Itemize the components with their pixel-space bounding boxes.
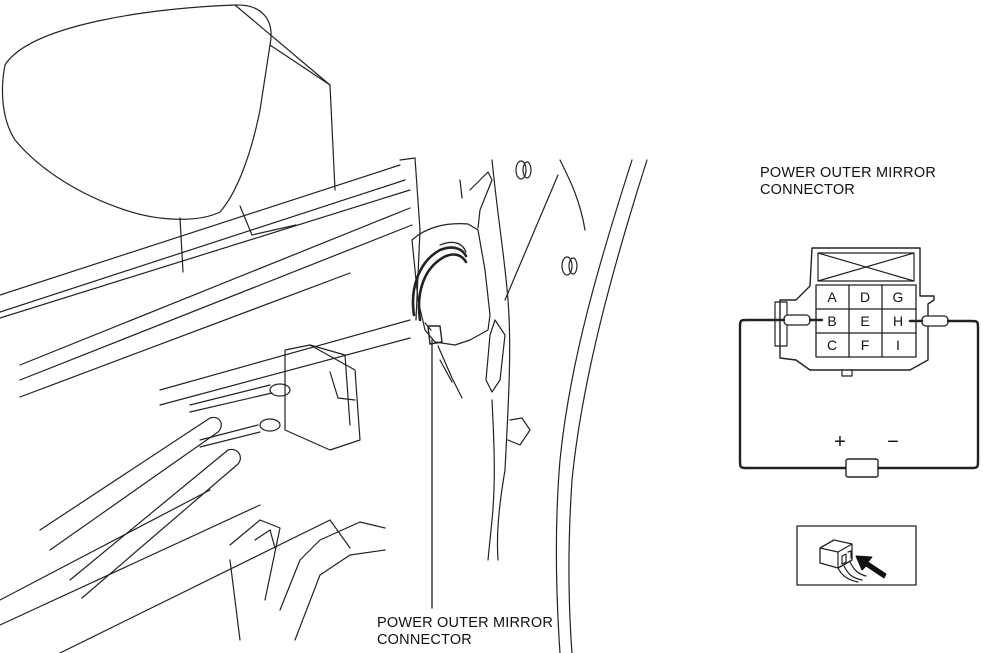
right-label-line1: POWER OUTER MIRROR: [760, 165, 936, 181]
pin-label-f: F: [861, 337, 870, 353]
bottom-connector-label: POWER OUTER MIRROR CONNECTOR: [377, 615, 553, 649]
window-regulator: [39, 344, 361, 599]
pin-label-e: E: [860, 313, 869, 329]
pin-label-g: G: [893, 289, 904, 305]
harness-side-connector-view-icon: [796, 525, 917, 586]
pin-label-i: I: [896, 337, 900, 353]
pin-label-d: D: [860, 289, 870, 305]
connector-housing: [779, 247, 935, 371]
connector-face-diagram: [774, 247, 935, 377]
door-lower-panel: [0, 489, 386, 653]
test-lead-circuit: [738, 318, 980, 470]
mirror-mount-panel: [411, 171, 493, 346]
door-pillar: [485, 159, 586, 561]
pin-label-a: A: [827, 289, 837, 305]
wire-harness: [411, 246, 468, 399]
bottom-label-line2: CONNECTOR: [377, 632, 472, 648]
right-label-line2: CONNECTOR: [760, 182, 855, 198]
battery-plus-sign: +: [834, 431, 846, 453]
door-edge: [555, 159, 648, 653]
pin-label-h: H: [893, 313, 903, 329]
connector-latch: [817, 252, 915, 282]
mounting-bolts: [515, 160, 578, 276]
battery-minus-sign: −: [887, 431, 899, 453]
pin-label-c: C: [827, 337, 837, 353]
pin-label-b: B: [827, 313, 836, 329]
right-connector-label: POWER OUTER MIRROR CONNECTOR: [760, 165, 936, 199]
bottom-label-line1: POWER OUTER MIRROR: [377, 615, 553, 631]
battery-fuse-icon: [845, 458, 879, 478]
